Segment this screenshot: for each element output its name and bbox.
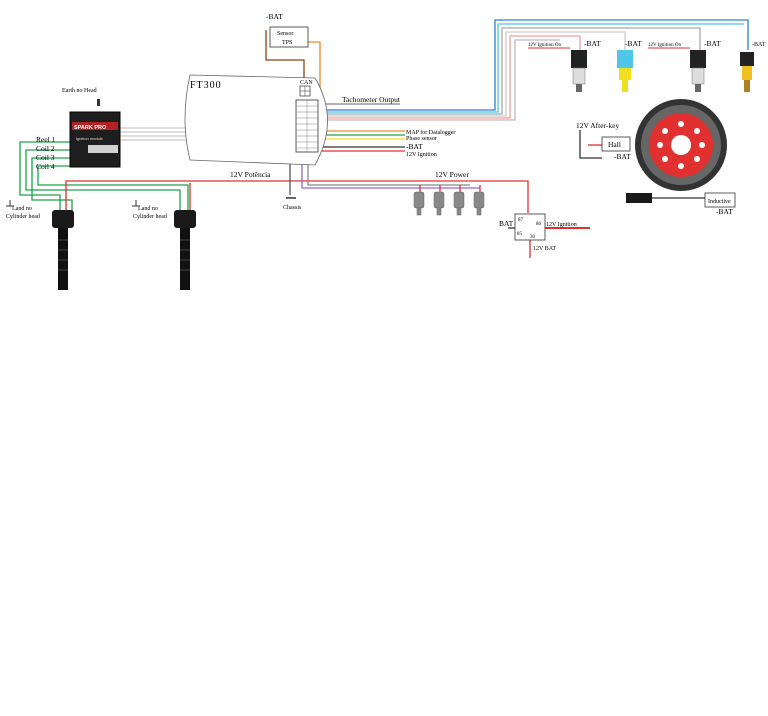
- tps-sensor: -BAT Sensor TPS: [266, 12, 309, 48]
- can-label: CAN: [300, 80, 313, 86]
- tps-bat-label: -BAT: [266, 12, 283, 21]
- top-sensors: 12V Ignition On -BAT -BAT 12V Ignition O…: [528, 39, 766, 92]
- spark-pro-brand: SPARK PRO: [74, 125, 107, 131]
- ign-on-2: 12V Ignition On: [648, 43, 681, 48]
- chassis-label: Chassis: [283, 205, 302, 211]
- sensor-black-1: [571, 50, 587, 92]
- inductive-label: Inductive: [708, 199, 731, 205]
- injectors: [413, 191, 485, 216]
- hall-sensor: 12V After-key Hall -BAT: [576, 121, 631, 161]
- spark-pro-module: Earth no Head SPARK PRO ignition module …: [36, 88, 121, 171]
- injector-1: [413, 191, 425, 216]
- map-label: MAP for Datalogger: [406, 129, 455, 136]
- injector-2: [433, 191, 445, 216]
- phase-label: Phase sensor: [406, 136, 437, 142]
- relay-30: 30: [530, 235, 536, 240]
- relay-86: 86: [536, 222, 542, 227]
- sensor-cyan: [617, 50, 633, 92]
- top-bat-3: -BAT: [704, 39, 721, 48]
- tps-label-2: TPS: [282, 40, 292, 46]
- reel-3-label: Coil 3: [36, 153, 55, 162]
- injector-3: [453, 191, 465, 216]
- ft300-ecu: FT300 CAN: [184, 74, 328, 166]
- reel-2-label: Coil 2: [36, 144, 55, 153]
- hall-label: Hall: [608, 140, 621, 149]
- tach-output-label: Tachometer Output: [342, 95, 401, 104]
- coil-left-label-2: Cylinder head: [6, 214, 40, 220]
- hall-after-key: 12V After-key: [576, 121, 619, 130]
- injector-4: [473, 191, 485, 216]
- reel-1-label: Reel 1: [36, 135, 56, 144]
- spark-pro-sub: ignition module: [76, 136, 104, 141]
- inductive-bat: -BAT: [716, 207, 733, 216]
- ignition-coil-left: Land no Cylinder head: [6, 200, 74, 290]
- tps-label-1: Sensor: [277, 31, 293, 37]
- top-bat-4: -BAT: [752, 42, 766, 48]
- earth-label: Earth no Head: [62, 88, 97, 94]
- chassis-ground: Chassis: [283, 197, 302, 211]
- coil-right-label-1: Land no: [138, 206, 158, 212]
- trigger-wheel: [635, 99, 727, 191]
- ecu-ign-label: 12V Ignition: [406, 152, 437, 158]
- hall-bat: -BAT: [614, 152, 631, 161]
- relay-bat12-label: 12V BAT: [533, 246, 556, 252]
- relay-85: 85: [517, 232, 523, 237]
- relay: BAT 87 86 85 30 12V Ignition 12V BAT: [499, 213, 577, 252]
- ecu-bat-label: -BAT: [406, 142, 423, 151]
- power-label: 12V Power: [435, 170, 469, 179]
- inductive-sensor: Inductive -BAT: [626, 192, 736, 216]
- relay-87: 87: [518, 218, 524, 223]
- coil-left-label-1: Land no: [12, 206, 32, 212]
- earth-terminal: [97, 99, 100, 106]
- ecu-title: FT300: [190, 80, 222, 91]
- relay-bat-label: BAT: [499, 219, 514, 228]
- potencia-label: 12V Potência: [230, 170, 271, 179]
- sensor-black-yellow: [740, 52, 754, 92]
- ignition-coil-right: Land no Cylinder head: [132, 200, 196, 290]
- sensor-black-2: [690, 50, 706, 92]
- coil-right-label-2: Cylinder head: [133, 214, 167, 220]
- reel-4-label: Coil 4: [36, 162, 55, 171]
- top-bat-2: -BAT: [625, 39, 642, 48]
- ign-on-1: 12V Ignition On: [528, 43, 561, 48]
- relay-ign-label: 12V Ignition: [546, 222, 577, 228]
- top-bat-1: -BAT: [584, 39, 601, 48]
